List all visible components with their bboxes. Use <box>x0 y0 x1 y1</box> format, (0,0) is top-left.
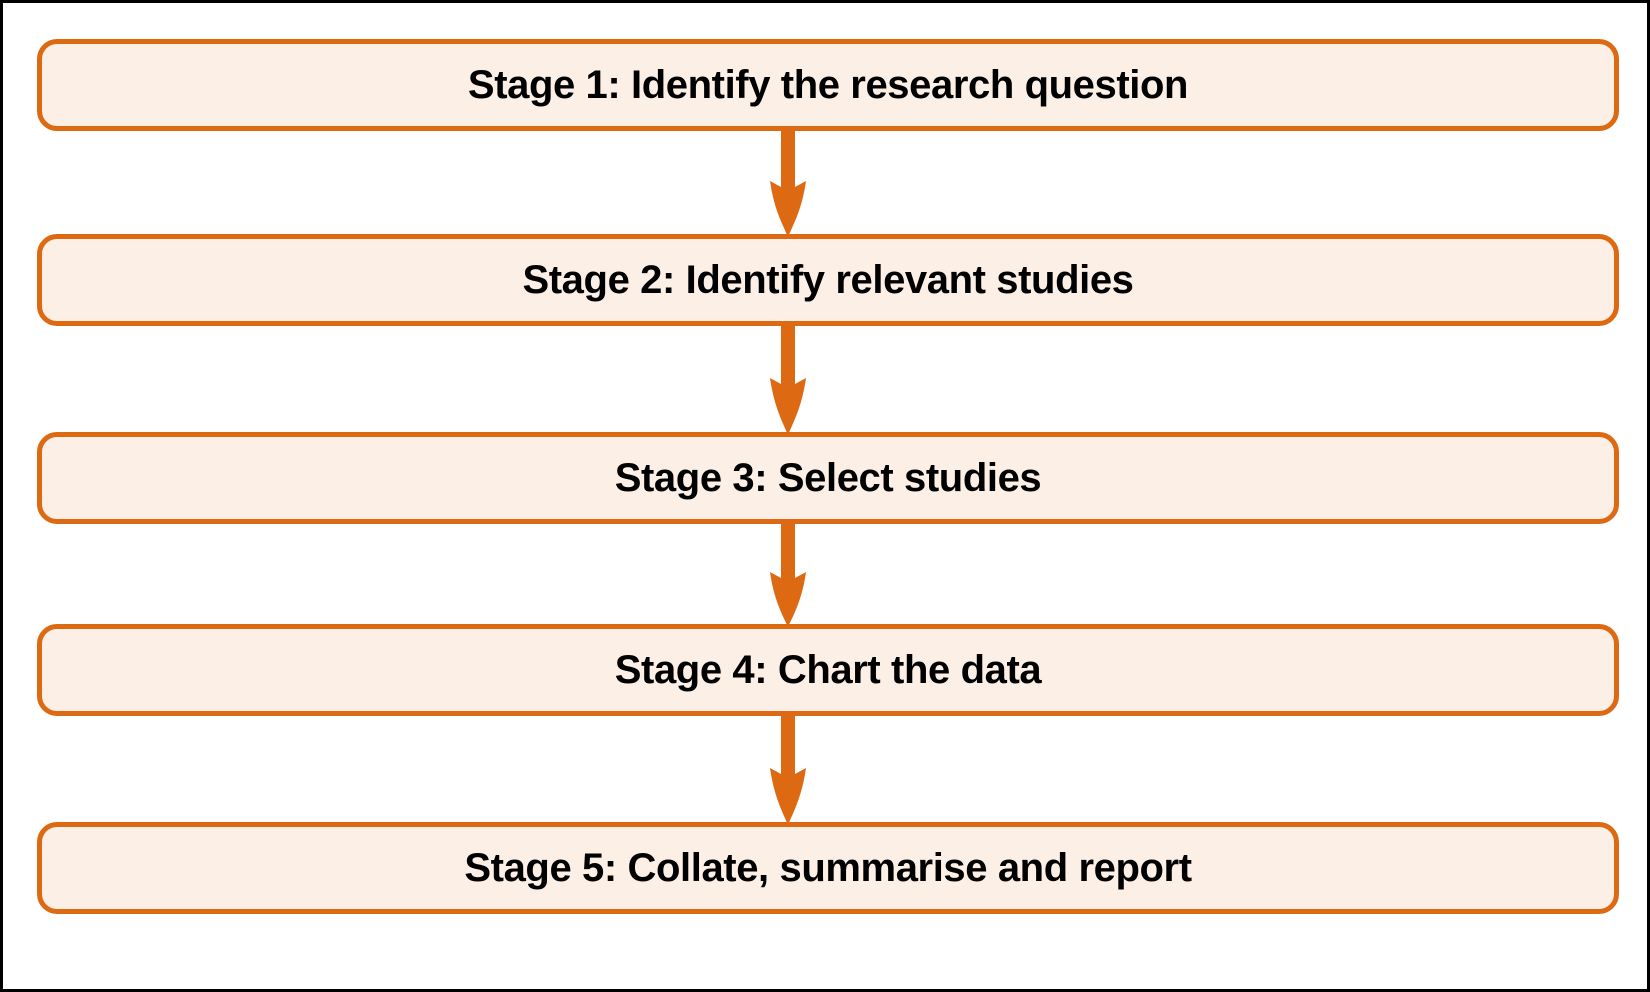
stage-5-label: Stage 5: Collate, summarise and report <box>464 846 1192 890</box>
stage-3-label: Stage 3: Select studies <box>614 456 1042 500</box>
stage-2-label: Stage 2: Identify relevant studies <box>522 258 1134 302</box>
connector-arrow-stage-4-to-stage-5 <box>760 716 816 825</box>
flowchart-node-stage-1[interactable]: Stage 1: Identify the research question <box>37 39 1619 131</box>
connector-arrow-stage-2-to-stage-3 <box>760 326 816 435</box>
flowchart-node-stage-4[interactable]: Stage 4: Chart the data <box>37 624 1619 716</box>
stage-4-label: Stage 4: Chart the data <box>614 648 1042 692</box>
connector-arrow-stage-1-to-stage-2 <box>760 131 816 237</box>
stage-1-label: Stage 1: Identify the research question <box>467 63 1189 107</box>
flowchart-stack: Stage 1: Identify the research question … <box>3 3 1647 989</box>
flowchart-node-stage-2[interactable]: Stage 2: Identify relevant studies <box>37 234 1619 326</box>
connector-arrow-stage-3-to-stage-4 <box>760 524 816 627</box>
flowchart-node-stage-5[interactable]: Stage 5: Collate, summarise and report <box>37 822 1619 914</box>
flowchart-node-stage-3[interactable]: Stage 3: Select studies <box>37 432 1619 524</box>
